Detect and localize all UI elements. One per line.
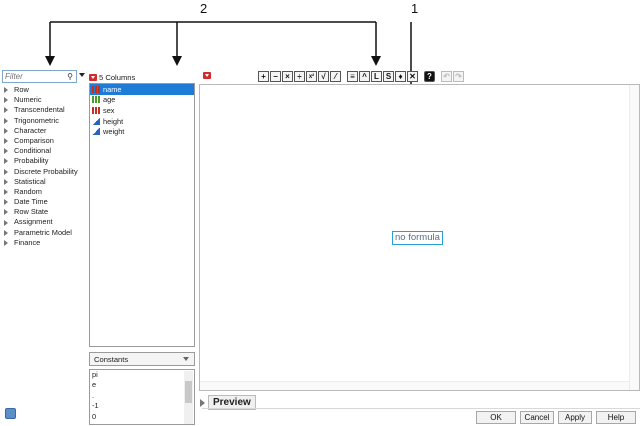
constant-item[interactable]: -1 (92, 401, 99, 411)
formula-toolbar: + − × ÷ x² √ ⁄ ≡ ^ L S ♦ ✕ ? ↶ ↷ (258, 70, 465, 83)
function-category-item[interactable]: Finance (4, 238, 78, 248)
expand-triangle-icon[interactable] (4, 138, 8, 145)
function-category-item[interactable]: Trigonometric (4, 116, 78, 126)
apply-button[interactable]: Apply (558, 411, 592, 424)
constant-item[interactable]: pi (92, 370, 98, 379)
constant-item[interactable]: 0 (92, 411, 97, 421)
function-category-item[interactable]: Transcendental (4, 105, 78, 115)
constants-dropdown[interactable]: Constants (89, 352, 195, 366)
undo-icon[interactable]: ↶ (441, 71, 452, 82)
search-icon[interactable]: ⚲ (67, 72, 73, 81)
expand-triangle-icon[interactable] (4, 127, 8, 134)
functions-panel: ⚲ Row Numeric Transcendental Trigonometr… (2, 70, 88, 422)
function-category-item[interactable]: Random (4, 187, 78, 197)
expand-triangle-icon[interactable] (4, 239, 8, 246)
red-triangle-menu-icon[interactable] (89, 73, 97, 81)
columns-header: 5 Columns (89, 71, 195, 83)
plus-icon[interactable]: + (258, 71, 269, 82)
function-category-item[interactable]: Assignment (4, 217, 78, 227)
function-category-item[interactable]: Conditional (4, 146, 78, 156)
constants-list: pi e . -1 0 (89, 369, 195, 425)
filter-box[interactable]: ⚲ (2, 70, 77, 83)
filter-input[interactable] (3, 71, 61, 82)
power-icon[interactable]: x² (306, 71, 317, 82)
column-item-age[interactable]: age (90, 95, 194, 106)
multiply-icon[interactable]: × (282, 71, 293, 82)
function-category-item[interactable]: Parametric Model (4, 228, 78, 238)
caret-icon[interactable]: ^ (359, 71, 370, 82)
expand-triangle-icon[interactable] (4, 168, 8, 175)
expand-triangle-icon[interactable] (4, 188, 8, 195)
help-button[interactable]: Help (596, 411, 636, 424)
minus-icon[interactable]: − (270, 71, 281, 82)
disclosure-triangle-icon[interactable] (200, 398, 205, 407)
constants-scrollbar[interactable] (184, 371, 193, 424)
columns-list: name age sex height weight (89, 83, 195, 347)
callout-label-1: 1 (411, 1, 419, 16)
list-icon[interactable]: ≡ (347, 71, 358, 82)
expand-triangle-icon[interactable] (4, 97, 8, 104)
formula-red-triangle-icon[interactable] (203, 72, 211, 79)
function-category-list: Row Numeric Transcendental Trigonometric… (4, 85, 78, 248)
function-category-item[interactable]: Character (4, 126, 78, 136)
expand-triangle-icon[interactable] (4, 148, 8, 155)
formula-vertical-scrollbar[interactable] (629, 85, 639, 390)
expand-triangle-icon[interactable] (4, 229, 8, 236)
columns-count-label: 5 Columns (99, 72, 136, 82)
divide-icon[interactable]: ÷ (294, 71, 305, 82)
column-item-weight[interactable]: weight (90, 126, 194, 137)
function-category-item[interactable]: Row (4, 85, 78, 95)
redo-icon[interactable]: ↷ (453, 71, 464, 82)
function-category-item[interactable]: Statistical (4, 177, 78, 187)
function-category-item[interactable]: Numeric (4, 95, 78, 105)
nominal-column-icon (92, 85, 100, 93)
expand-triangle-icon[interactable] (4, 117, 8, 124)
ordinal-column-icon (92, 96, 100, 104)
subscript-icon[interactable]: S (383, 71, 394, 82)
cancel-button[interactable]: Cancel (520, 411, 554, 424)
formula-horizontal-scrollbar[interactable] (200, 381, 629, 390)
expand-triangle-icon[interactable] (4, 199, 8, 206)
peel-icon[interactable]: ♦ (395, 71, 406, 82)
separator (202, 408, 640, 409)
function-category-item[interactable]: Probability (4, 156, 78, 166)
dialog-buttons: OK Cancel Apply Help (476, 411, 636, 424)
expand-triangle-icon[interactable] (4, 219, 8, 226)
panel-settings-icon[interactable] (5, 408, 16, 419)
filter-dropdown-icon[interactable] (79, 73, 85, 77)
constant-item[interactable]: e (92, 380, 97, 390)
column-item-height[interactable]: height (90, 116, 194, 127)
constants-dropdown-value: Constants (94, 354, 129, 364)
nominal-column-icon (92, 106, 100, 114)
constant-item[interactable]: . (92, 390, 95, 400)
formula-editor-area[interactable]: no formula (199, 84, 640, 391)
no-formula-placeholder[interactable]: no formula (392, 231, 443, 245)
function-category-item[interactable]: Row State (4, 207, 78, 217)
expand-triangle-icon[interactable] (4, 107, 8, 114)
scrollbar-thumb[interactable] (185, 381, 192, 403)
column-item-name[interactable]: name (90, 84, 194, 95)
preview-label: Preview (208, 395, 256, 410)
delete-icon[interactable]: ✕ (407, 71, 418, 82)
expand-triangle-icon[interactable] (4, 178, 8, 185)
column-item-sex[interactable]: sex (90, 105, 194, 116)
local-variable-icon[interactable]: L (371, 71, 382, 82)
fraction-icon[interactable]: ⁄ (330, 71, 341, 82)
expand-triangle-icon[interactable] (4, 158, 8, 165)
function-category-item[interactable]: Discrete Probability (4, 167, 78, 177)
continuous-column-icon (92, 117, 100, 125)
help-icon[interactable]: ? (424, 71, 435, 82)
expand-triangle-icon[interactable] (4, 87, 8, 94)
chevron-down-icon[interactable] (183, 357, 189, 361)
root-icon[interactable]: √ (318, 71, 329, 82)
continuous-column-icon (92, 128, 100, 136)
function-category-item[interactable]: Date Time (4, 197, 78, 207)
function-category-item[interactable]: Comparison (4, 136, 78, 146)
ok-button[interactable]: OK (476, 411, 516, 424)
expand-triangle-icon[interactable] (4, 209, 8, 216)
callout-label-2: 2 (200, 1, 208, 16)
preview-outline[interactable]: Preview (200, 395, 256, 410)
